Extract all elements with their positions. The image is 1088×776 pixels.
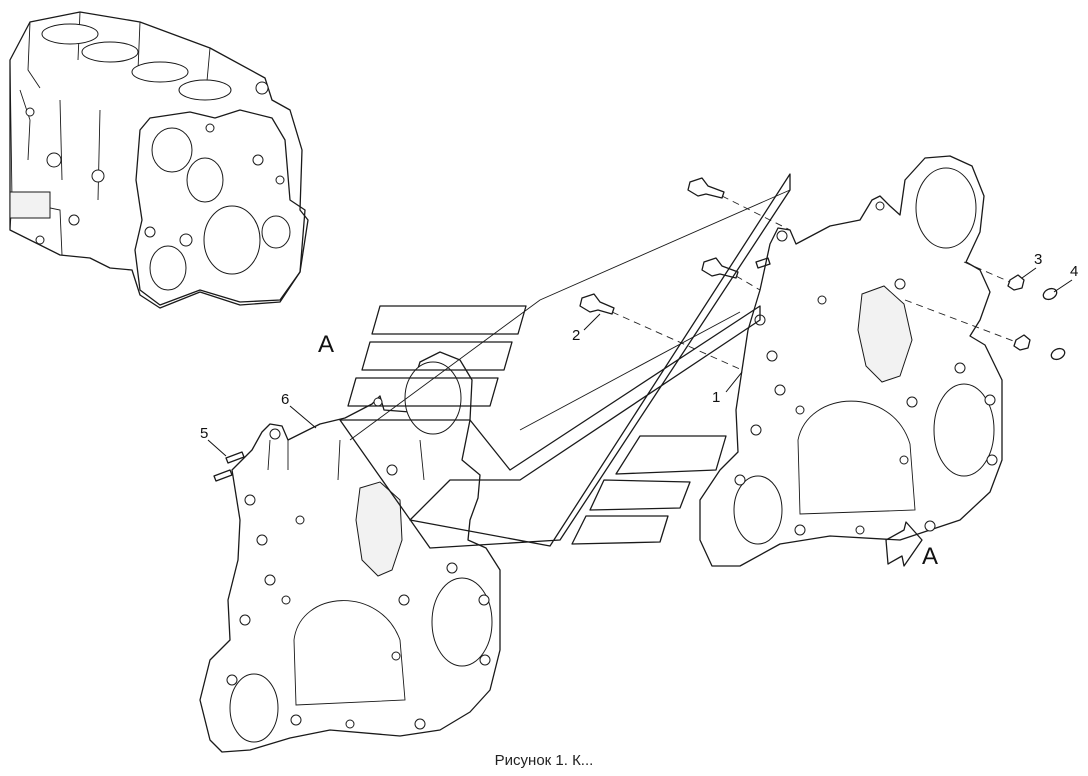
callout-1: 1 — [712, 389, 720, 406]
view-label-left: A — [318, 331, 334, 358]
callout-5: 5 — [200, 425, 208, 442]
callout-2: 2 — [572, 327, 580, 344]
callout-3: 3 — [1034, 251, 1042, 268]
installation-lines — [611, 195, 1017, 371]
callout-6: 6 — [281, 391, 289, 408]
view-label-arrow: A — [922, 543, 938, 570]
figure-caption: Рисунок 1. К... — [494, 752, 594, 769]
leader-lines — [207, 267, 1073, 457]
engine-block-overview — [9, 11, 309, 309]
dowel-pins — [213, 451, 245, 482]
callout-4: 4 — [1070, 263, 1078, 280]
nuts-and-seals — [1007, 274, 1066, 361]
view-a-arrow-icon — [885, 521, 923, 567]
front-cover-gasket-left — [199, 351, 501, 753]
cover-bolts — [579, 177, 771, 315]
front-cover-right — [699, 155, 1003, 567]
view-direction-arrow — [339, 173, 791, 549]
